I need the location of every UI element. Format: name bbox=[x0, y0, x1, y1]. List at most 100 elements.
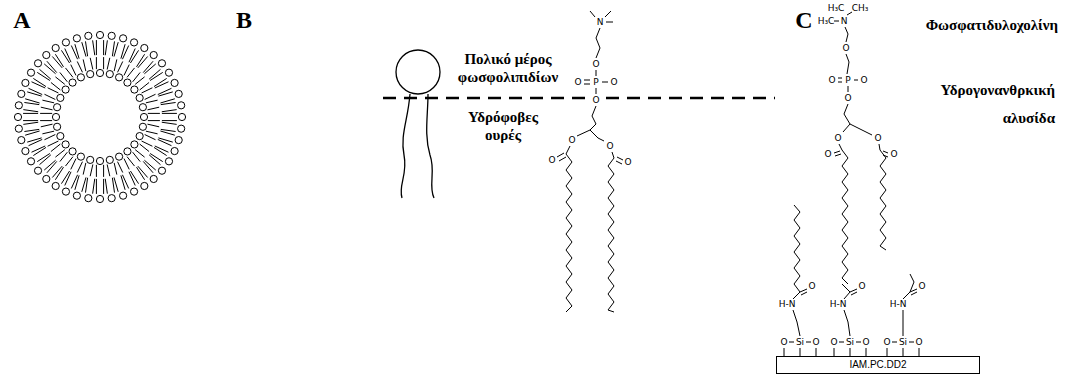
lipid-head bbox=[171, 147, 178, 154]
lipid-tail bbox=[65, 68, 72, 77]
lipid-head bbox=[165, 158, 172, 165]
lipid-tail bbox=[55, 150, 64, 157]
chemical-bond bbox=[590, 106, 596, 130]
chemical-bond bbox=[851, 292, 857, 295]
lipid-tail bbox=[96, 57, 97, 69]
atom-symbol: O bbox=[828, 76, 835, 85]
atom-symbol: H₃C bbox=[828, 4, 845, 13]
lipid-tail bbox=[96, 165, 97, 177]
atom-symbol: O bbox=[824, 150, 831, 159]
lipid-tail bbox=[140, 82, 149, 89]
region-label: Υδρόφοβες ουρές bbox=[458, 108, 548, 144]
lipid-tail bbox=[135, 150, 144, 157]
atom-symbol: O bbox=[812, 338, 819, 347]
atom-symbol: N bbox=[841, 17, 848, 26]
chemical-bond bbox=[844, 104, 850, 124]
lipid-head bbox=[136, 132, 143, 139]
lipid-tail bbox=[61, 171, 69, 184]
chemical-bond bbox=[903, 348, 904, 356]
chemical-bond bbox=[883, 151, 888, 153]
lipid-head bbox=[96, 195, 103, 202]
chemical-bond bbox=[793, 292, 800, 299]
chemical-bond bbox=[834, 348, 835, 356]
atom-symbol: H₃C bbox=[818, 17, 835, 26]
lipid-head bbox=[52, 44, 59, 51]
lipid-head bbox=[14, 113, 21, 120]
lipid-tail bbox=[130, 50, 138, 63]
lipid-tail bbox=[147, 107, 159, 110]
lipid-head bbox=[158, 60, 165, 67]
chemical-bond bbox=[911, 292, 917, 295]
atom-symbol: O bbox=[883, 338, 890, 347]
chemical-bond bbox=[806, 342, 811, 343]
lipid-head bbox=[27, 158, 34, 165]
lipid-head bbox=[131, 141, 138, 148]
lipid-head bbox=[106, 156, 113, 163]
chemical-bond bbox=[784, 348, 785, 356]
lipid-tail bbox=[65, 49, 71, 63]
lipid-tail bbox=[27, 138, 41, 142]
atom-symbol: N bbox=[597, 18, 604, 27]
chemical-bond bbox=[557, 153, 564, 157]
lipid-tail bbox=[150, 72, 163, 80]
lipid-tail bbox=[161, 102, 176, 104]
lipid-tail bbox=[140, 144, 149, 151]
structure-label: Υδρογονανθρκική αλυσίδα bbox=[900, 76, 1055, 132]
atom-symbol: O bbox=[915, 338, 922, 347]
lipid-tail bbox=[162, 110, 177, 112]
lipid-tail bbox=[114, 163, 117, 175]
lipid-head bbox=[69, 148, 76, 155]
lipid-head bbox=[175, 137, 182, 144]
lipid-head bbox=[73, 192, 80, 199]
lipid-head bbox=[141, 182, 148, 189]
lipid-head bbox=[43, 175, 50, 182]
chemical-bond bbox=[606, 22, 613, 23]
lipid-tail bbox=[41, 107, 53, 110]
lipid-tail bbox=[23, 122, 38, 124]
atom-symbol: O bbox=[842, 44, 849, 53]
atom-symbol: O bbox=[574, 78, 581, 87]
lipid-head bbox=[62, 188, 69, 195]
chemical-bond bbox=[590, 11, 595, 17]
atom-symbol: O bbox=[860, 76, 867, 85]
lipid-tail bbox=[47, 61, 57, 72]
polar-head bbox=[396, 50, 440, 94]
lipid-head bbox=[139, 104, 146, 111]
atom-symbol: CH₃ bbox=[852, 4, 869, 13]
chemical-bond bbox=[602, 82, 608, 83]
atom-symbol: O bbox=[874, 134, 881, 143]
chemical-bond bbox=[919, 348, 920, 356]
chemical-bond bbox=[577, 130, 590, 136]
atom-symbol: H-N bbox=[779, 300, 796, 309]
lipid-head bbox=[77, 74, 84, 81]
atom-symbol: O bbox=[834, 134, 841, 143]
lipid-tail bbox=[162, 120, 177, 121]
tail bbox=[427, 94, 434, 198]
lipid-tail bbox=[114, 177, 118, 191]
lipid-tail bbox=[122, 46, 128, 60]
lipid-head bbox=[124, 79, 131, 86]
lipid-head bbox=[130, 39, 137, 46]
chemical-bond bbox=[844, 292, 850, 299]
lipid-tail bbox=[138, 57, 148, 68]
lipid-tail bbox=[93, 179, 95, 194]
chemical-bond bbox=[847, 12, 852, 15]
lipid-tail bbox=[75, 175, 79, 189]
lipid-head bbox=[57, 132, 64, 139]
chemical-bond bbox=[880, 150, 886, 250]
chemical-bond bbox=[834, 21, 839, 22]
lipid-head bbox=[141, 44, 148, 51]
chemical-bond bbox=[838, 82, 842, 83]
chemical-bond bbox=[839, 144, 842, 150]
lipid-head bbox=[108, 32, 115, 39]
atom-symbol: O bbox=[548, 156, 555, 165]
lipid-head bbox=[85, 32, 92, 39]
lipid-tail bbox=[118, 61, 123, 72]
lipid-head bbox=[115, 153, 122, 160]
lipid-tail bbox=[23, 113, 38, 114]
lipid-tail bbox=[42, 131, 54, 134]
surface-label: IAM.PC.DD2 bbox=[777, 357, 979, 373]
lipid-head bbox=[178, 125, 185, 132]
lipid-head bbox=[120, 35, 127, 42]
chemical-bond bbox=[596, 70, 597, 76]
